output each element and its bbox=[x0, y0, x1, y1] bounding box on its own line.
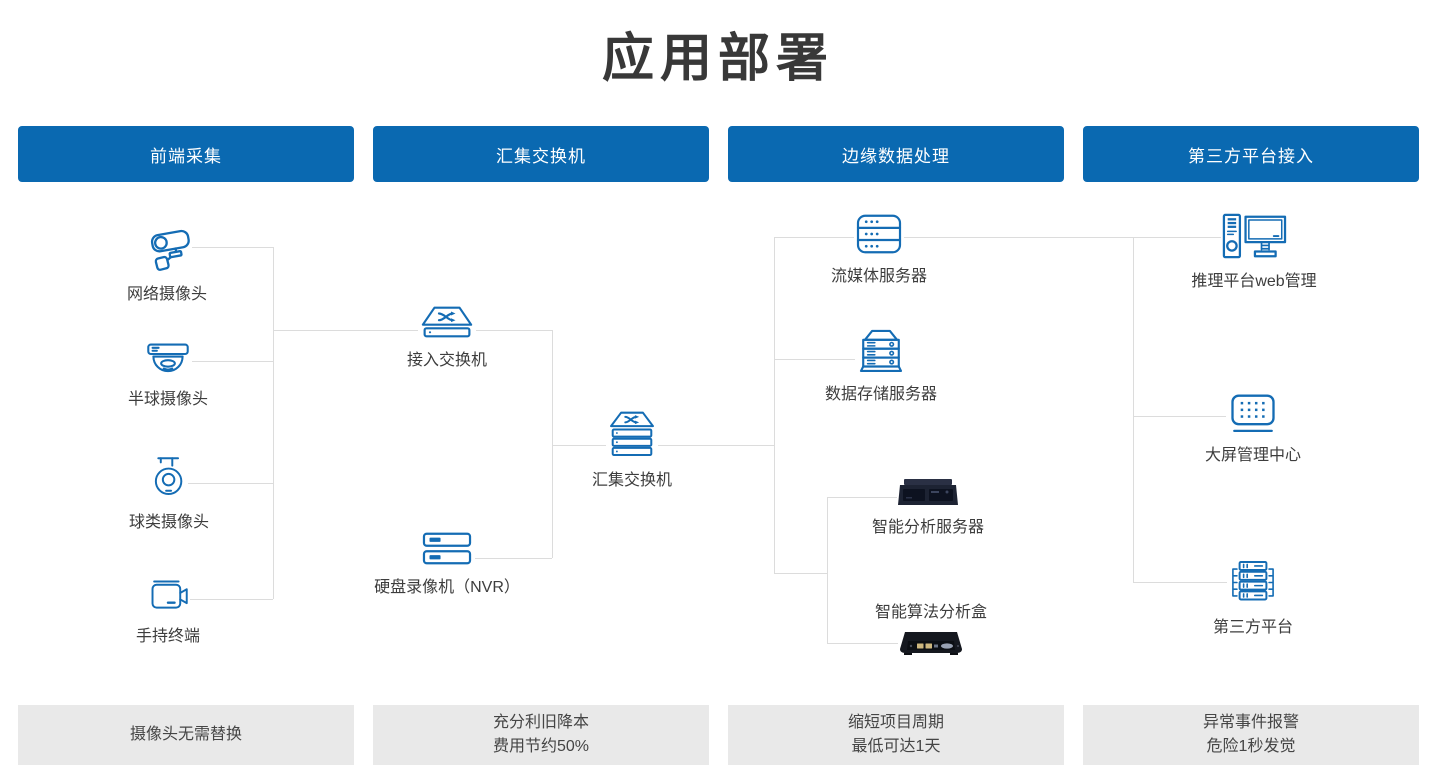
device-access-switch: 接入交换机 bbox=[357, 305, 537, 370]
node-label: 汇集交换机 bbox=[591, 472, 672, 489]
connector-line bbox=[774, 237, 1221, 238]
led-screen-icon bbox=[1227, 393, 1279, 434]
connector-line bbox=[774, 237, 775, 573]
node-label: 球类摄像头 bbox=[128, 514, 209, 531]
footer-note-project-cycle: 缩短项目周期 最低可达1天 bbox=[728, 705, 1064, 765]
server-rack-icon bbox=[1228, 559, 1278, 606]
video-camera-icon bbox=[146, 579, 190, 615]
connector-line bbox=[190, 361, 273, 362]
connector-line bbox=[188, 599, 273, 600]
connector-line bbox=[827, 643, 900, 644]
connector-line bbox=[190, 247, 273, 248]
device-dome-camera: 半球摄像头 bbox=[78, 342, 258, 409]
footer-note-camera-reuse: 摄像头无需替换 bbox=[18, 705, 354, 765]
device-nvr: 硬盘录像机（NVR） bbox=[357, 531, 537, 597]
node-label: 流媒体服务器 bbox=[830, 268, 927, 285]
connector-line bbox=[475, 558, 552, 559]
dome-camera-icon bbox=[144, 342, 192, 378]
device-third-party-platform: 第三方平台 bbox=[1163, 559, 1343, 637]
device-network-camera: 网络摄像头 bbox=[77, 225, 257, 304]
footer-line: 危险1秒发觉 bbox=[1206, 738, 1296, 755]
footer-line: 充分利旧降本 bbox=[492, 714, 589, 731]
connector-line bbox=[273, 247, 274, 599]
footer-line: 摄像头无需替换 bbox=[129, 726, 242, 743]
node-label: 数据存储服务器 bbox=[824, 386, 937, 403]
footer-line: 异常事件报警 bbox=[1202, 714, 1299, 731]
connector-line bbox=[273, 330, 552, 331]
node-label: 网络摄像头 bbox=[126, 286, 207, 303]
node-label: 接入交换机 bbox=[406, 352, 487, 369]
footer-line: 费用节约50% bbox=[492, 738, 590, 755]
server-stack-icon bbox=[854, 213, 904, 255]
header-label: 边缘数据处理 bbox=[842, 146, 950, 166]
bullet-camera-icon bbox=[142, 225, 192, 273]
node-label: 手持终端 bbox=[135, 628, 200, 645]
nvr-icon bbox=[421, 531, 473, 566]
header-bar-frontend-collection: 前端采集 bbox=[18, 126, 354, 182]
node-label: 大屏管理中心 bbox=[1204, 447, 1301, 464]
device-media-server: 流媒体服务器 bbox=[789, 213, 969, 286]
device-handheld-terminal: 手持终端 bbox=[78, 579, 258, 646]
connector-line bbox=[827, 497, 897, 498]
device-algorithm-box: 智能算法分析盒 bbox=[841, 598, 1021, 658]
header-label: 汇集交换机 bbox=[496, 146, 586, 166]
header-bar-third-party-access: 第三方平台接入 bbox=[1083, 126, 1419, 182]
header-label: 第三方平台接入 bbox=[1188, 146, 1314, 166]
header-label: 前端采集 bbox=[150, 146, 222, 166]
page-title: 应用部署 bbox=[601, 30, 834, 88]
node-label: 智能分析服务器 bbox=[871, 519, 984, 536]
storage-server-icon bbox=[857, 328, 905, 373]
connector-line bbox=[1133, 237, 1134, 582]
header-bar-edge-data-processing: 边缘数据处理 bbox=[728, 126, 1064, 182]
node-label: 硬盘录像机（NVR） bbox=[374, 579, 520, 596]
ptz-camera-icon bbox=[150, 455, 188, 501]
device-aggregation-switch: 汇集交换机 bbox=[542, 410, 722, 490]
node-label: 半球摄像头 bbox=[127, 391, 208, 408]
footer-line: 缩短项目周期 bbox=[847, 714, 944, 731]
node-label: 第三方平台 bbox=[1212, 619, 1293, 636]
footer-line: 最低可达1天 bbox=[851, 738, 941, 755]
connector-line bbox=[552, 330, 553, 558]
rack-server-photo-icon bbox=[897, 478, 959, 506]
connector-line bbox=[186, 483, 273, 484]
connector-line bbox=[552, 445, 774, 446]
connector-line bbox=[774, 573, 827, 574]
connector-line bbox=[1133, 416, 1226, 417]
footer-note-cost-saving: 充分利旧降本 费用节约50% bbox=[373, 705, 709, 765]
device-inference-platform: 推理平台web管理 bbox=[1164, 213, 1344, 291]
stacked-switch-icon bbox=[606, 410, 658, 459]
analysis-box-photo-icon bbox=[898, 628, 964, 658]
node-label: 推理平台web管理 bbox=[1191, 273, 1317, 290]
desktop-pc-icon bbox=[1221, 213, 1287, 260]
device-ball-camera: 球类摄像头 bbox=[79, 455, 259, 532]
footer-note-event-alarm: 异常事件报警 危险1秒发觉 bbox=[1083, 705, 1419, 765]
switch-icon bbox=[418, 305, 476, 339]
header-bar-aggregation-switch: 汇集交换机 bbox=[373, 126, 709, 182]
connector-line bbox=[1133, 582, 1227, 583]
node-label: 智能算法分析盒 bbox=[874, 604, 987, 621]
device-storage-server: 数据存储服务器 bbox=[791, 328, 971, 404]
connector-line bbox=[827, 497, 828, 643]
device-analysis-server: 智能分析服务器 bbox=[838, 478, 1018, 537]
device-big-screen-center: 大屏管理中心 bbox=[1163, 393, 1343, 465]
connector-line bbox=[774, 359, 855, 360]
